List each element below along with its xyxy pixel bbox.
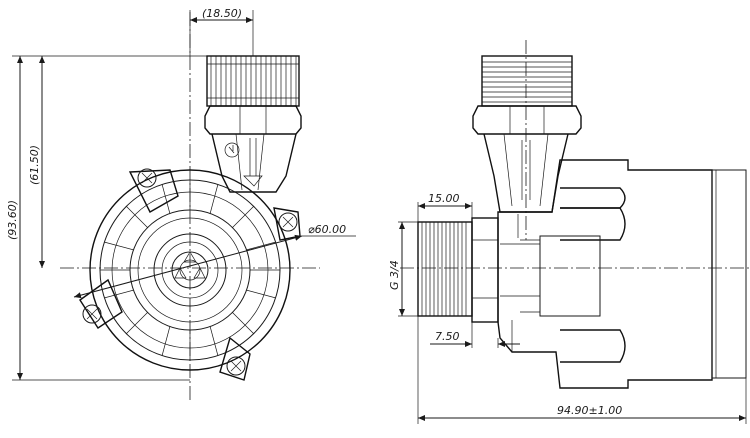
label-overall-height: (93.60) xyxy=(6,200,19,240)
dim-flange-offset: 7.50 xyxy=(430,322,520,348)
dim-outlet-width: (18.50) xyxy=(189,7,254,56)
side-view: 15.00 G 3/4 7.50 94.90±1.00 xyxy=(388,40,750,424)
side-outlet-nipple xyxy=(472,55,582,213)
dim-outlet-height: (61.50) xyxy=(28,56,45,268)
pump-housing xyxy=(79,168,301,381)
label-outlet-width: (18.50) xyxy=(202,7,242,20)
mounting-ear-top xyxy=(128,169,179,213)
label-flange-offset: 7.50 xyxy=(435,330,460,343)
label-thread-size: G 3/4 xyxy=(388,260,401,290)
dim-thread-length: 15.00 xyxy=(417,192,473,222)
label-impeller-diameter: ⌀60.00 xyxy=(308,223,346,236)
label-thread-length: 15.00 xyxy=(428,192,460,205)
dim-thread-size: G 3/4 xyxy=(388,221,418,317)
label-outlet-height: (61.50) xyxy=(28,145,41,185)
outlet-nipple xyxy=(204,55,302,193)
side-pump-body xyxy=(497,159,747,389)
mounting-ear-bottom xyxy=(219,336,251,381)
side-inlet-thread xyxy=(417,217,499,323)
dim-overall-length: 94.90±1.00 xyxy=(417,316,747,424)
dim-impeller-diameter: ⌀60.00 xyxy=(73,223,356,299)
label-overall-length: 94.90±1.00 xyxy=(557,404,622,417)
dim-overall-height: (93.60) xyxy=(6,55,207,381)
front-view: (18.50) (93.60) (61.50) ⌀60.00 xyxy=(6,7,356,400)
